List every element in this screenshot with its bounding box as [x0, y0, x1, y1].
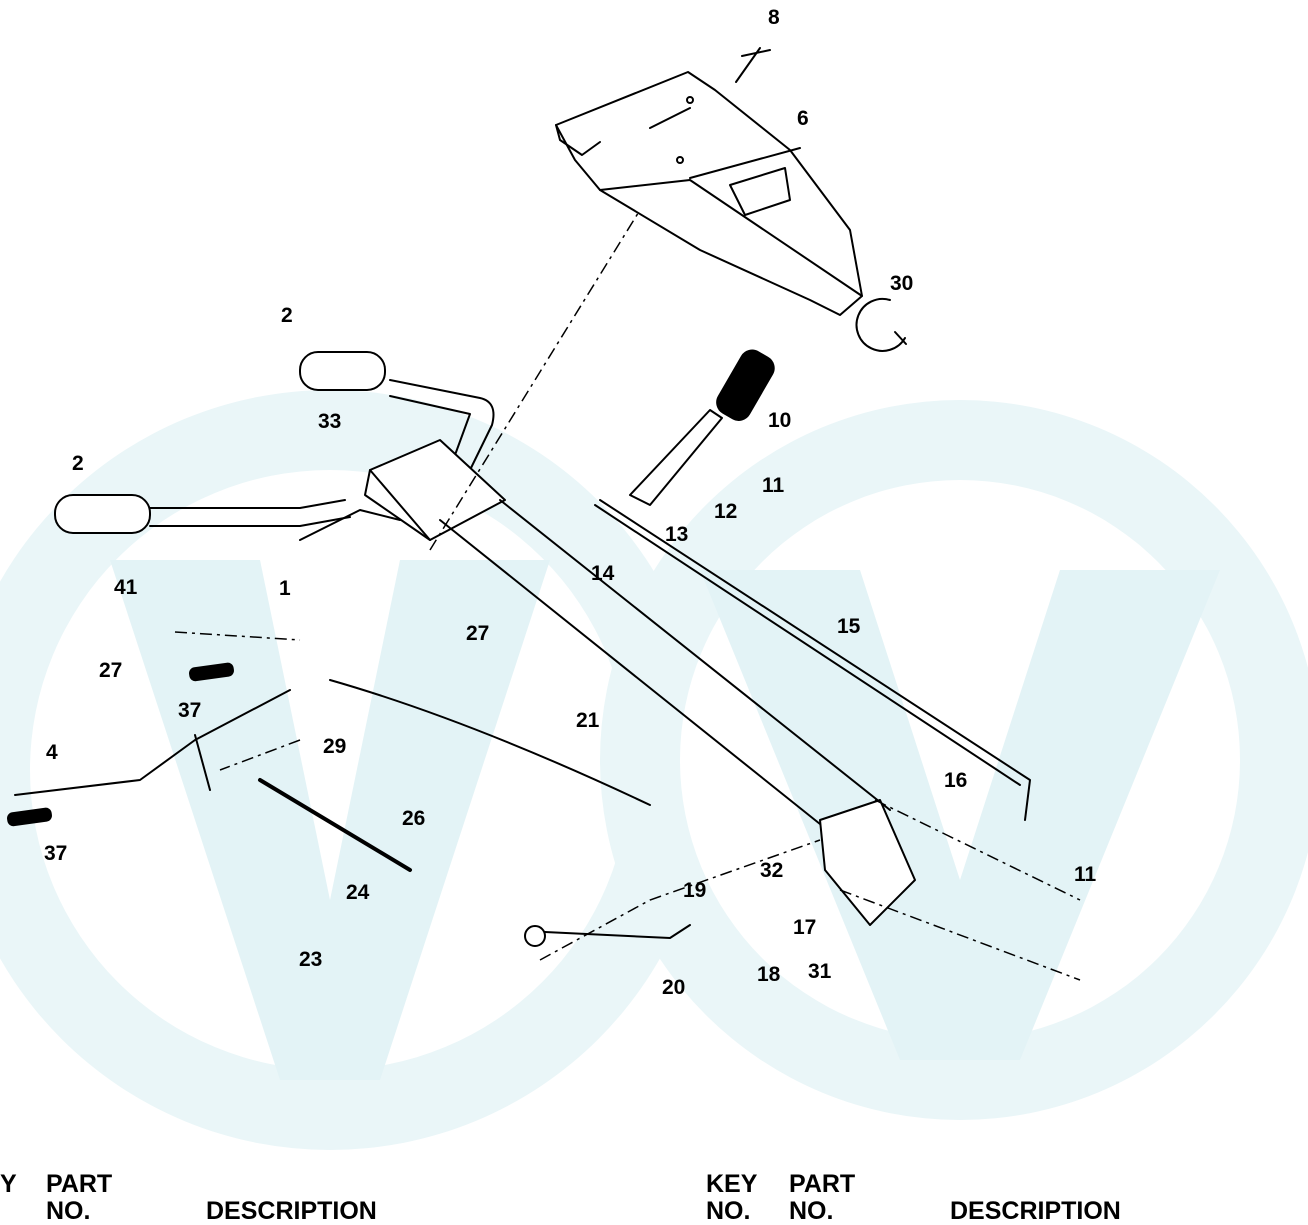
key-column-header: Y [0, 1170, 17, 1198]
callout-26: 26 [402, 807, 425, 830]
shift-lever-part [524, 924, 691, 947]
description-column-header: DESCRIPTION [206, 1197, 377, 1225]
handle-tube-part [439, 499, 916, 926]
screw-part [735, 47, 771, 83]
grip-part [7, 662, 234, 827]
key-column-header: KEY [706, 1170, 758, 1198]
callout-15: 15 [837, 615, 861, 638]
callout-19: 19 [683, 879, 706, 902]
callout-17: 17 [793, 916, 816, 939]
top-cover-part [555, 71, 863, 316]
support-bar-part [14, 689, 291, 796]
callout-20: 20 [662, 976, 685, 999]
callout-8: 8 [768, 6, 780, 29]
cable-part [258, 679, 651, 872]
callout-14: 14 [591, 562, 615, 585]
callout-11: 11 [762, 474, 785, 497]
part-no-column-header: NO. [46, 1197, 91, 1225]
callout-33: 33 [318, 410, 341, 433]
part-column-header: PART [789, 1170, 856, 1198]
callout-41: 41 [114, 576, 138, 599]
callout-32: 32 [760, 859, 783, 882]
callout-10: 10 [768, 409, 791, 432]
retaining-ring-part [855, 297, 907, 352]
callout-2b: 2 [72, 452, 84, 475]
callout-23: 23 [299, 948, 322, 971]
watermark-logo [0, 390, 1308, 1150]
handlebar-part [54, 351, 506, 541]
callout-11b: 11 [1074, 863, 1097, 886]
callout-12: 12 [714, 500, 737, 523]
control-rod-part [594, 499, 1031, 821]
callout-21: 21 [576, 709, 600, 732]
callout-27b: 27 [99, 659, 122, 682]
key-no-column-header: NO. [706, 1197, 751, 1225]
callout-27: 27 [466, 622, 489, 645]
callout-1: 1 [279, 577, 291, 600]
callout-13: 13 [665, 523, 688, 546]
description-column-header: DESCRIPTION [950, 1197, 1121, 1225]
callout-16: 16 [944, 769, 967, 792]
callout-6: 6 [797, 107, 809, 130]
part-no-column-header: NO. [789, 1197, 834, 1225]
callout-37: 37 [178, 699, 201, 722]
callout-4: 4 [46, 741, 58, 764]
callout-37b: 37 [44, 842, 67, 865]
callout-2: 2 [281, 304, 293, 327]
callout-29: 29 [323, 735, 346, 758]
callout-31: 31 [808, 960, 832, 983]
part-column-header: PART [46, 1170, 113, 1198]
callout-24: 24 [346, 881, 370, 904]
callout-30: 30 [890, 272, 913, 295]
lever-part [629, 349, 775, 506]
callout-18: 18 [757, 963, 781, 986]
